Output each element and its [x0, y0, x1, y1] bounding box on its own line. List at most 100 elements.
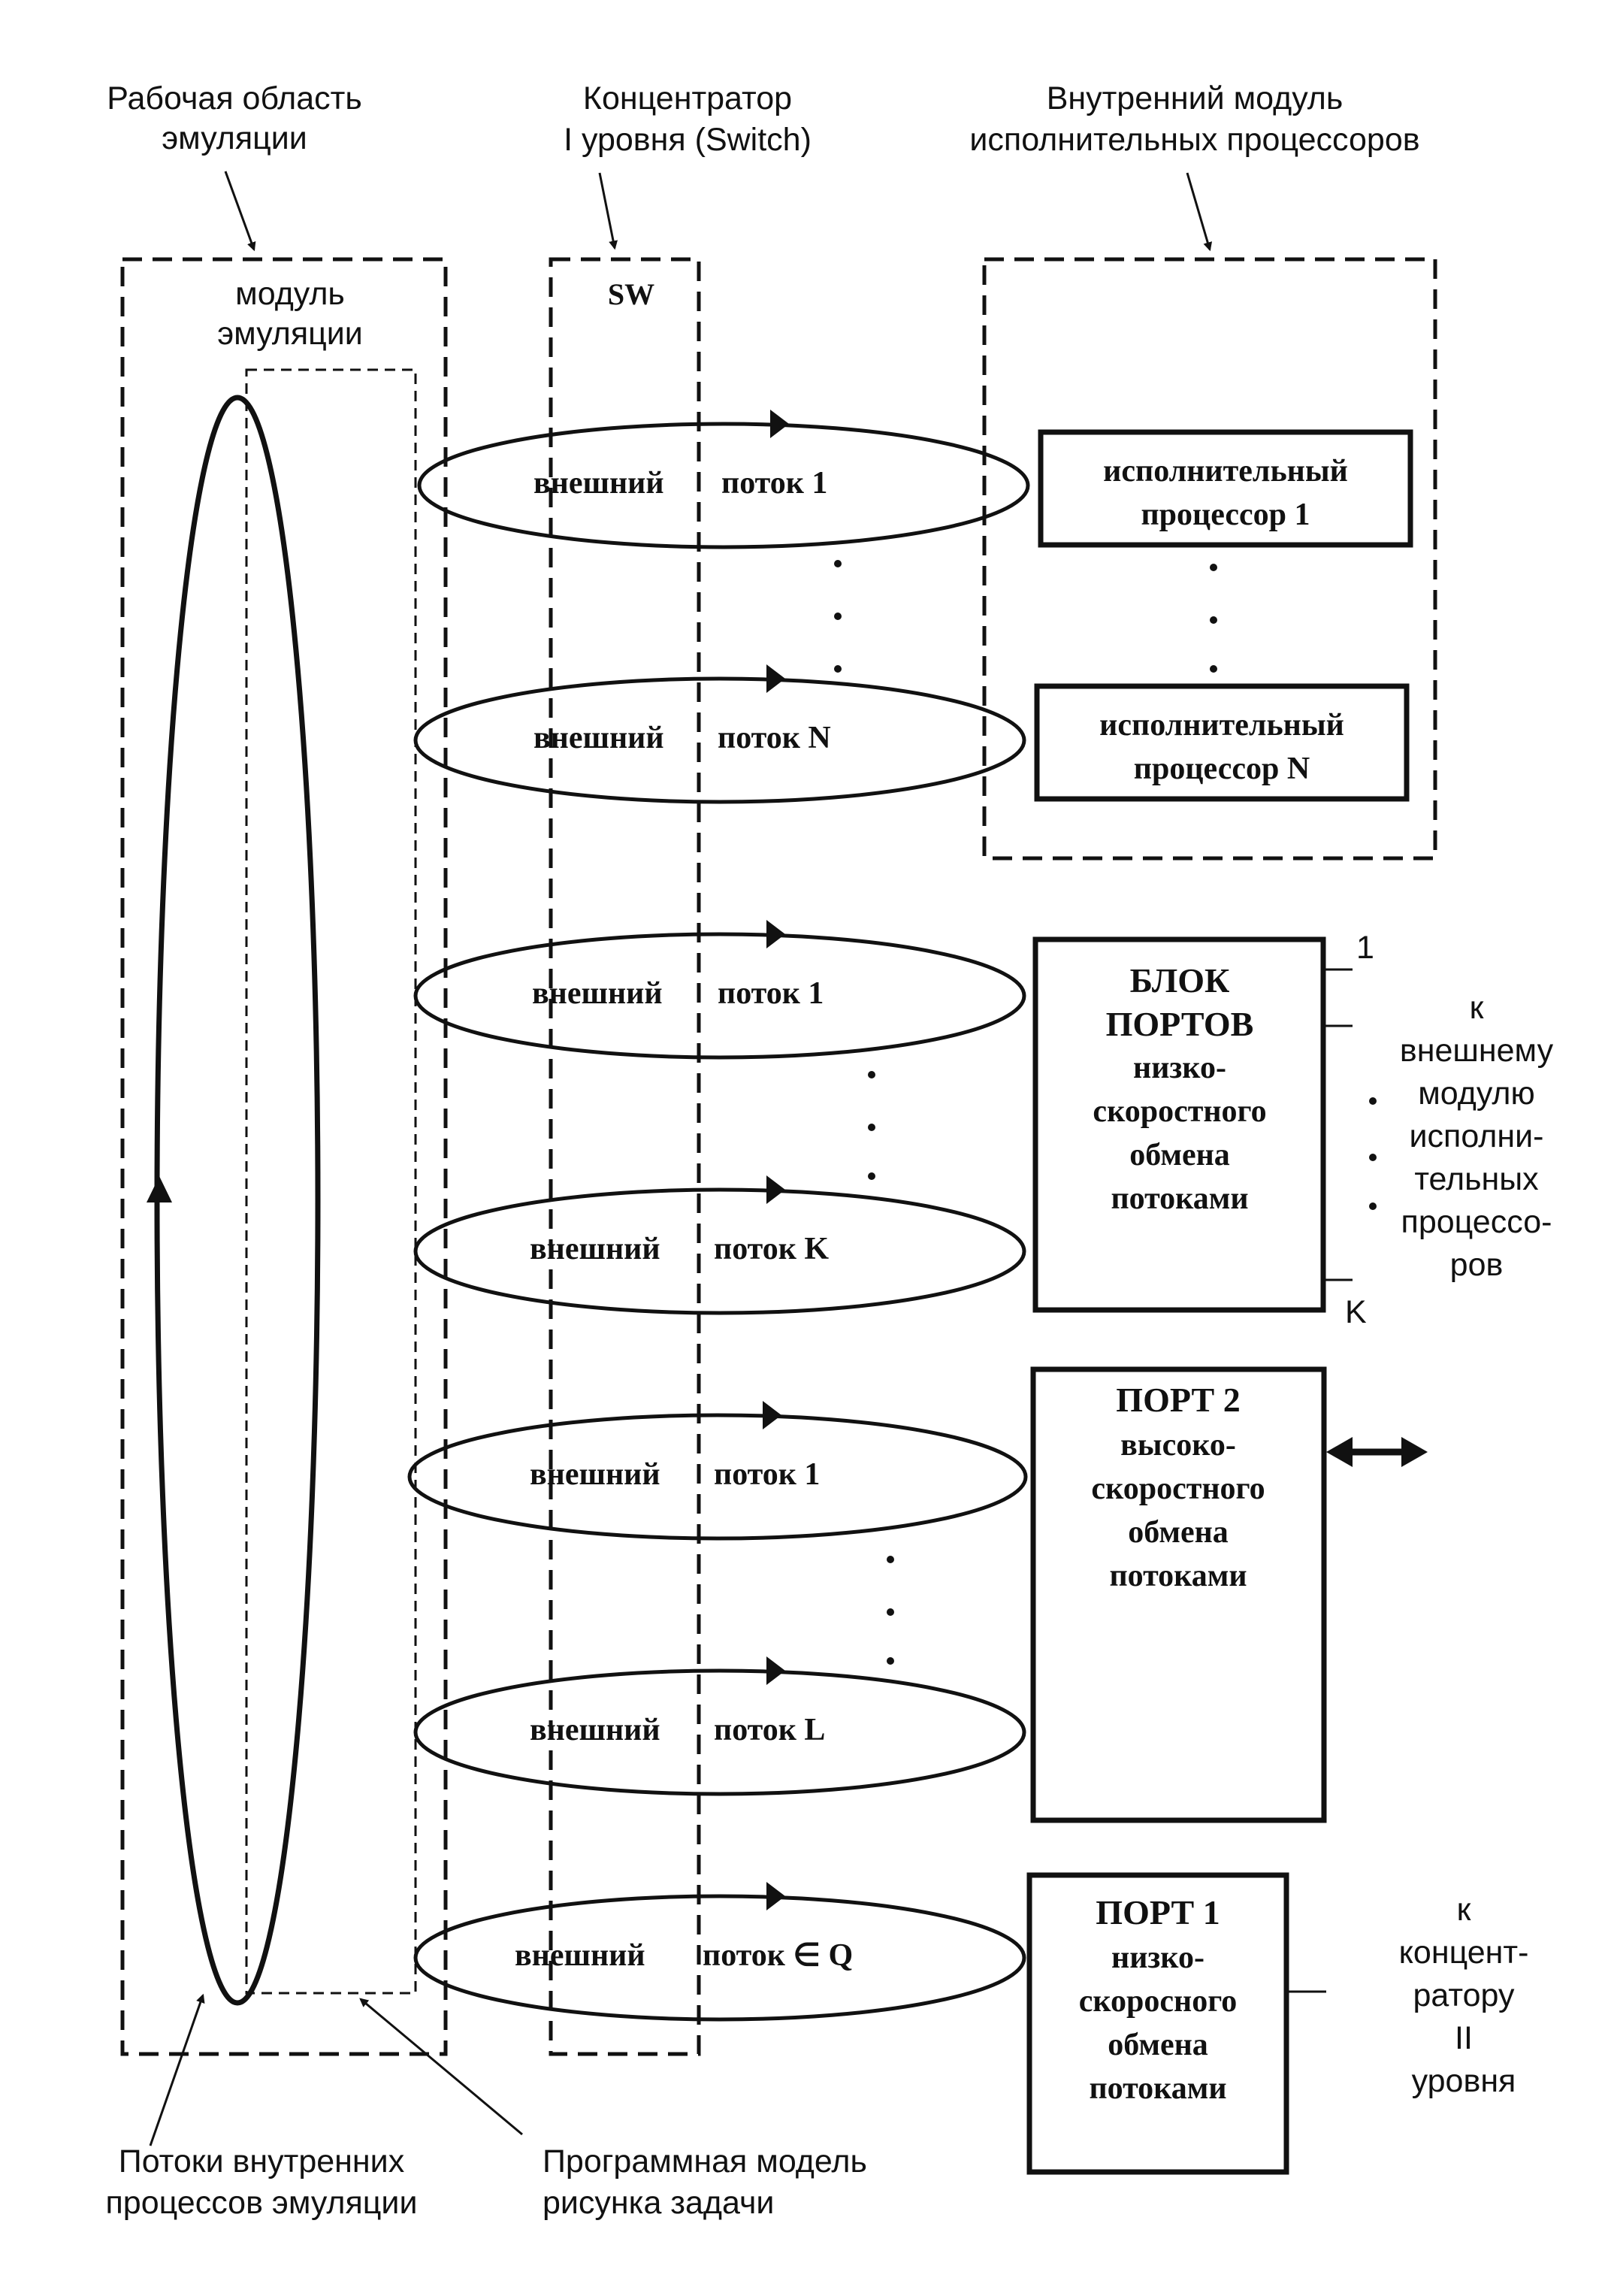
label-internal-flows: Потоки внутренних процессов эмуляции	[106, 2143, 418, 2221]
label-to-concentrator: к концент- ратору II уровня	[1399, 1892, 1529, 2099]
flow-ellipse-1-a: внешний поток 1	[417, 410, 1030, 549]
svg-text:процессор N: процессор N	[1134, 752, 1310, 786]
flow-word: внешний	[530, 1713, 660, 1747]
label-work-area: Рабочая область эмуляции	[107, 80, 362, 156]
svg-text:процессо-: процессо-	[1401, 1204, 1552, 1240]
pointer-arrow-inner-module	[1186, 172, 1213, 252]
emulation-work-area-box	[120, 257, 448, 2056]
flow-label: поток 1	[718, 976, 824, 1011]
program-model-box	[245, 368, 417, 1995]
port-number-k: K	[1345, 1294, 1367, 1330]
svg-text:скоростного: скоростного	[1091, 1472, 1265, 1506]
svg-text:исполнительный: исполнительный	[1103, 454, 1348, 489]
flow-word: внешний	[532, 976, 663, 1011]
svg-text:потоками: потоками	[1089, 2071, 1226, 2106]
flow-word: внешний	[530, 1232, 660, 1266]
port-2-block: ПОРТ 2 высоко- скоростного обмена потока…	[1030, 1366, 1327, 1823]
flow-ellipse-k: внешний поток K	[413, 1175, 1026, 1315]
flow-direction-icon	[766, 1175, 785, 1204]
label-work-area-line2: эмуляции	[162, 120, 307, 156]
flow-ellipse-1-c: внешний поток 1	[407, 1401, 1028, 1541]
label-work-area-line1: Рабочая область	[107, 80, 362, 116]
svg-text:обмена: обмена	[1108, 2028, 1208, 2062]
svg-text:потоками: потоками	[1109, 1559, 1247, 1593]
flow-label: поток ∈ Q	[703, 1938, 853, 1973]
svg-text:уровня: уровня	[1412, 2063, 1516, 2099]
svg-text:скоростного: скоростного	[1093, 1094, 1266, 1129]
ellipsis-dots-processors	[1210, 564, 1217, 673]
svg-text:ПОРТ 1: ПОРТ 1	[1096, 1893, 1220, 1931]
flow-word: внешний	[515, 1938, 645, 1973]
processor-1-block: исполнительный процессор 1	[1038, 429, 1413, 548]
flow-word: внешний	[533, 721, 664, 755]
svg-text:высоко-: высоко-	[1120, 1428, 1236, 1463]
pointer-arrow-work-area	[224, 171, 256, 252]
label-switch-line1: Концентратор	[583, 80, 792, 116]
flow-label: поток L	[714, 1713, 825, 1747]
label-inner-module-line2: исполнительных процессоров	[969, 122, 1419, 158]
flow-ellipse-n: внешний поток N	[413, 664, 1026, 804]
svg-text:низко-: низко-	[1111, 1941, 1205, 1975]
svg-text:ров: ров	[1450, 1247, 1504, 1283]
svg-text:низко-: низко-	[1133, 1051, 1226, 1085]
label-inner-module-line1: Внутренний модуль	[1047, 80, 1344, 116]
processor-n-block: исполнительный процессор N	[1034, 683, 1410, 802]
svg-text:исполнительный: исполнительный	[1099, 708, 1344, 743]
svg-text:процессов эмуляции: процессов эмуляции	[106, 2185, 418, 2221]
svg-text:Программная модель: Программная модель	[543, 2143, 867, 2180]
label-to-external-module: к внешнему модулю исполни- тельных проце…	[1400, 990, 1554, 1283]
svg-text:процессор 1: процессор 1	[1141, 498, 1310, 532]
label-switch-line2: I уровня (Switch)	[564, 122, 812, 158]
flow-ellipse-q: внешний поток ∈ Q	[413, 1882, 1026, 2022]
svg-text:модулю: модулю	[1418, 1075, 1535, 1112]
svg-text:к: к	[1457, 1892, 1472, 1928]
port-number-1: 1	[1356, 930, 1374, 966]
internal-flows-arrow-icon	[147, 1176, 172, 1202]
flow-label: поток 1	[721, 466, 827, 501]
pointer-arrow-program-model	[359, 1998, 523, 2136]
switch-box	[549, 257, 701, 2056]
ellipsis-dots-ports-outputs	[1369, 1097, 1377, 1210]
svg-text:обмена: обмена	[1128, 1515, 1229, 1550]
label-sw: SW	[608, 277, 654, 311]
ellipsis-dots-processors-flows	[834, 560, 842, 673]
svg-text:ратору: ратору	[1413, 1977, 1515, 2013]
inner-processors-module-box	[982, 257, 1437, 861]
svg-text:ПОРТ 2: ПОРТ 2	[1116, 1381, 1240, 1419]
svg-text:к: к	[1470, 990, 1485, 1026]
ellipsis-dots-port2-flows	[887, 1556, 894, 1665]
svg-text:исполни-: исполни-	[1410, 1118, 1544, 1154]
flow-label: поток 1	[714, 1457, 820, 1492]
flow-direction-icon	[770, 410, 789, 438]
flow-word: внешний	[530, 1457, 660, 1492]
label-inner-module: Внутренний модуль исполнительных процесс…	[969, 80, 1419, 158]
svg-text:внешнему: внешнему	[1400, 1033, 1554, 1069]
flow-direction-icon	[766, 1882, 785, 1910]
svg-text:скоросного: скоросного	[1079, 1984, 1238, 2019]
label-program-model: Программная модель рисунка задачи	[543, 2143, 867, 2221]
port-1-block: ПОРТ 1 низко- скоросного обмена потоками	[1026, 1872, 1289, 2175]
svg-text:ПОРТОВ: ПОРТОВ	[1106, 1005, 1254, 1043]
ports-block: БЛОК ПОРТОВ низко- скоростного обмена по…	[1032, 936, 1326, 1313]
flow-ellipse-l: внешний поток L	[413, 1656, 1026, 1796]
svg-text:тельных: тельных	[1414, 1161, 1539, 1197]
svg-text:обмена: обмена	[1129, 1138, 1230, 1172]
ellipsis-dots-ports-flows	[868, 1071, 875, 1180]
svg-text:БЛОК: БЛОК	[1130, 961, 1230, 1000]
bidirectional-arrow-icon	[1326, 1437, 1428, 1467]
flow-label: поток N	[718, 721, 831, 755]
flow-direction-icon	[766, 664, 785, 693]
svg-text:II: II	[1455, 2020, 1473, 2056]
flow-direction-icon	[766, 1656, 785, 1685]
svg-text:рисунка задачи: рисунка задачи	[543, 2185, 774, 2221]
pointer-arrow-switch	[598, 172, 618, 250]
label-emulation-module-line2: эмуляции	[217, 316, 363, 352]
flow-ellipse-1-b: внешний поток 1	[413, 920, 1026, 1060]
flow-direction-icon	[766, 920, 785, 948]
flow-label: поток K	[714, 1232, 829, 1266]
flow-word: внешний	[533, 466, 664, 501]
label-emulation-module-line1: модуль	[235, 276, 345, 312]
pointer-arrow-internal-flows	[149, 1993, 205, 2146]
svg-text:концент-: концент-	[1399, 1935, 1529, 1971]
